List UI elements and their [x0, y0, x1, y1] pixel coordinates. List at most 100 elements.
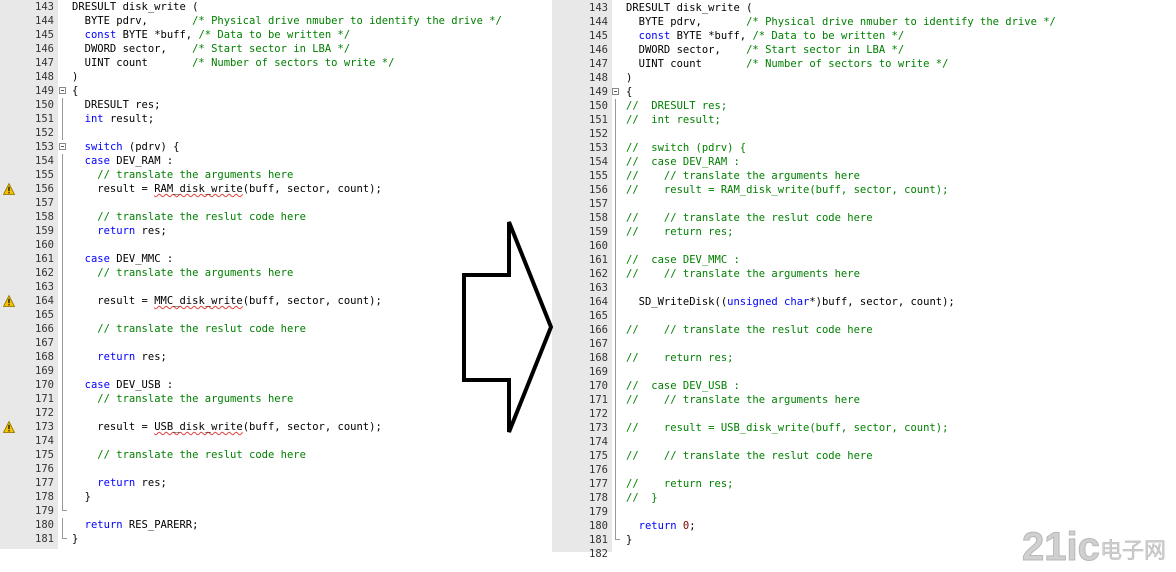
code-line[interactable]: 171// // translate the arguments here — [552, 393, 1176, 407]
code-line[interactable]: 163 — [0, 280, 548, 294]
line-number: 174 — [35, 435, 54, 447]
code-line[interactable]: 175 // translate the reslut code here — [0, 448, 548, 462]
comment-token: // return res; — [626, 478, 734, 490]
code-line[interactable]: 151 int result; — [0, 112, 548, 126]
code-line[interactable]: 174 — [0, 434, 548, 448]
code-line[interactable]: 145 const BYTE *buff, /* Data to be writ… — [0, 28, 548, 42]
code-line[interactable]: 162// // translate the arguments here — [552, 267, 1176, 281]
code-text: // } — [626, 491, 658, 505]
code-line[interactable]: 181} — [0, 532, 548, 546]
code-line[interactable]: 167 — [0, 336, 548, 350]
line-number: 159 — [589, 226, 608, 238]
warning-icon[interactable] — [2, 420, 16, 433]
line-number: 152 — [589, 128, 608, 140]
code-line[interactable]: 161// case DEV_MMC : — [552, 253, 1176, 267]
code-line[interactable]: 177 return res; — [0, 476, 548, 490]
code-line[interactable]: 164 result = MMC_disk_write(buff, sector… — [0, 294, 548, 308]
code-line[interactable]: 144 BYTE pdrv, /* Physical drive nmuber … — [552, 15, 1176, 29]
code-line[interactable]: 158// // translate the reslut code here — [552, 211, 1176, 225]
code-line[interactable]: 175// // translate the reslut code here — [552, 449, 1176, 463]
code-line[interactable]: 159 return res; — [0, 224, 548, 238]
code-line[interactable]: 168 return res; — [0, 350, 548, 364]
code-line[interactable]: 178// } — [552, 491, 1176, 505]
code-line[interactable]: 144 BYTE pdrv, /* Physical drive nmuber … — [0, 14, 548, 28]
code-text: // result = RAM_disk_write(buff, sector,… — [626, 183, 948, 197]
code-line[interactable]: 168// return res; — [552, 351, 1176, 365]
code-line[interactable]: 161 case DEV_MMC : — [0, 252, 548, 266]
warning-icon[interactable] — [2, 182, 16, 195]
code-line[interactable]: 170// case DEV_USB : — [552, 379, 1176, 393]
code-line[interactable]: 156 result = RAM_disk_write(buff, sector… — [0, 182, 548, 196]
code-line[interactable]: 171 // translate the arguments here — [0, 392, 548, 406]
code-line[interactable]: 148) — [0, 70, 548, 84]
code-line[interactable]: 170 case DEV_USB : — [0, 378, 548, 392]
code-line[interactable]: 165 — [552, 309, 1176, 323]
code-line[interactable]: 153// switch (pdrv) { — [552, 141, 1176, 155]
code-line[interactable]: 178 } — [0, 490, 548, 504]
code-line[interactable]: 145 const BYTE *buff, /* Data to be writ… — [552, 29, 1176, 43]
code-line[interactable]: 162 // translate the arguments here — [0, 266, 548, 280]
code-line[interactable]: 173// result = USB_disk_write(buff, sect… — [552, 421, 1176, 435]
code-line[interactable]: 177// return res; — [552, 477, 1176, 491]
code-line[interactable]: 146 DWORD sector, /* Start sector in LBA… — [552, 43, 1176, 57]
code-line[interactable]: 153 switch (pdrv) { — [0, 140, 548, 154]
code-token: RES_PARERR; — [122, 519, 199, 531]
code-line[interactable]: 147 UINT count /* Number of sectors to w… — [0, 56, 548, 70]
code-line[interactable]: 164 SD_WriteDisk((unsigned char*)buff, s… — [552, 295, 1176, 309]
code-line[interactable]: 172 — [0, 406, 548, 420]
code-line[interactable]: 167 — [552, 337, 1176, 351]
line-number: 176 — [35, 463, 54, 475]
code-line[interactable]: 166// // translate the reslut code here — [552, 323, 1176, 337]
code-line[interactable]: 158 // translate the reslut code here — [0, 210, 548, 224]
code-line[interactable]: 150// DRESULT res; — [552, 99, 1176, 113]
code-line[interactable]: 151// int result; — [552, 113, 1176, 127]
code-line[interactable]: 182 — [552, 547, 1176, 561]
code-line[interactable]: 179 — [0, 504, 548, 518]
code-line[interactable]: 149{ — [552, 85, 1176, 99]
code-line[interactable]: 159// return res; — [552, 225, 1176, 239]
code-line[interactable]: 148) — [552, 71, 1176, 85]
code-line[interactable]: 165 — [0, 308, 548, 322]
code-line[interactable]: 179 — [552, 505, 1176, 519]
fold-toggle-icon[interactable] — [59, 84, 67, 98]
code-line[interactable]: 155// // translate the arguments here — [552, 169, 1176, 183]
code-line[interactable]: 152 — [0, 126, 548, 140]
code-line[interactable]: 169 — [0, 364, 548, 378]
code-line[interactable]: 160 — [0, 238, 548, 252]
code-line[interactable]: 173 result = USB_disk_write(buff, sector… — [0, 420, 548, 434]
code-line[interactable]: 150 DRESULT res; — [0, 98, 548, 112]
comment-token: // translate the arguments here — [97, 267, 294, 279]
code-line[interactable]: 174 — [552, 435, 1176, 449]
code-line[interactable]: 149{ — [0, 84, 548, 98]
fold-toggle-icon[interactable] — [59, 140, 67, 154]
code-line[interactable]: 176 — [552, 463, 1176, 477]
code-line[interactable]: 152 — [552, 127, 1176, 141]
code-line[interactable]: 156// result = RAM_disk_write(buff, sect… — [552, 183, 1176, 197]
code-line[interactable]: 147 UINT count /* Number of sectors to w… — [552, 57, 1176, 71]
code-line[interactable]: 154 case DEV_RAM : — [0, 154, 548, 168]
fold-toggle-icon[interactable] — [612, 85, 620, 99]
fold-end-marker — [59, 504, 67, 518]
warning-icon[interactable] — [2, 294, 16, 307]
code-line[interactable]: 169 — [552, 365, 1176, 379]
code-line[interactable]: 166 // translate the reslut code here — [0, 322, 548, 336]
code-line[interactable]: 181} — [552, 533, 1176, 547]
code-line[interactable]: 157 — [552, 197, 1176, 211]
code-line[interactable]: 180 return 0; — [552, 519, 1176, 533]
code-line[interactable]: 163 — [552, 281, 1176, 295]
code-token — [72, 323, 97, 335]
code-line[interactable]: 146 DWORD sector, /* Start sector in LBA… — [0, 42, 548, 56]
code-line[interactable]: 155 // translate the arguments here — [0, 168, 548, 182]
code-line[interactable]: 176 — [0, 462, 548, 476]
code-line[interactable]: 154// case DEV_RAM : — [552, 155, 1176, 169]
code-line[interactable]: 180 return RES_PARERR; — [0, 518, 548, 532]
code-line[interactable]: 172 — [552, 407, 1176, 421]
code-text: // int result; — [626, 113, 721, 127]
code-line[interactable]: 160 — [552, 239, 1176, 253]
code-line[interactable]: 157 — [0, 196, 548, 210]
fold-guide — [612, 407, 620, 421]
